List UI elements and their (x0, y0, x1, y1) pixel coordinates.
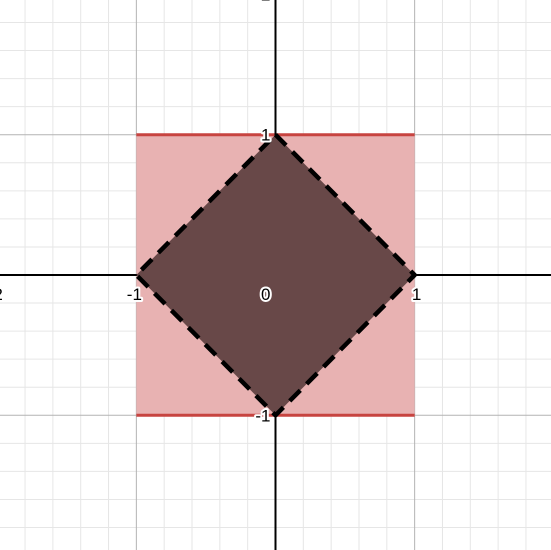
y-tick-label: -2 (255, 547, 270, 550)
x-tick-label: 1 (412, 285, 421, 304)
diamond-layer (134, 132, 417, 418)
y-tick-label: -1 (255, 406, 270, 425)
y-tick-label: 2 (261, 0, 270, 4)
x-tick-label: -2 (0, 285, 3, 304)
x-tick-label: -1 (127, 285, 142, 304)
y-tick-label: 1 (261, 126, 270, 145)
x-tick-label: 0 (261, 285, 270, 304)
dashed-diamond (134, 132, 417, 418)
